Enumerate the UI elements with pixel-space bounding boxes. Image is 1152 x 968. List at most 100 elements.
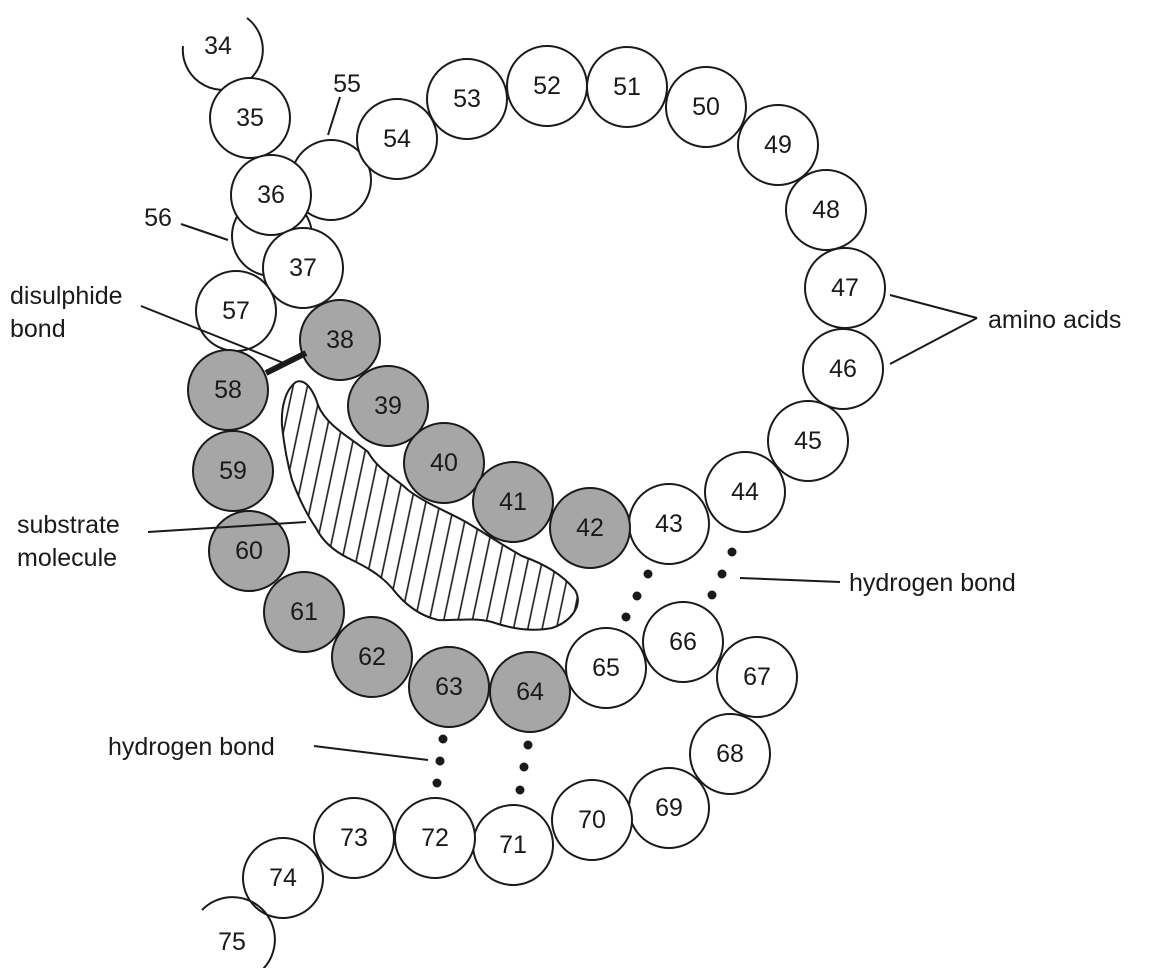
hbond-dot: [717, 569, 727, 579]
residue-circle: [209, 77, 291, 159]
hbond-dot: [519, 762, 529, 772]
residue-62: 62: [331, 616, 413, 698]
residue-number: 73: [340, 824, 368, 852]
label-disulphide-line1: disulphide: [10, 282, 123, 310]
residue-number: 39: [374, 392, 402, 420]
residue-circle: [565, 627, 647, 709]
residue-number: 59: [219, 457, 247, 485]
residue-circle: [262, 227, 344, 309]
hbond-dot: [632, 591, 642, 601]
residue-circle: [737, 104, 819, 186]
hbond-dot: [621, 612, 631, 622]
residue-circle: [642, 601, 724, 683]
leader-disulphide: [140, 305, 287, 365]
residue-number: 70: [578, 806, 606, 834]
residue-60: 60: [208, 510, 290, 592]
hbond-dot: [438, 734, 448, 744]
residue-number: 46: [829, 355, 857, 383]
residue-49: 49: [737, 104, 819, 186]
residue-43: 43: [628, 483, 710, 565]
hbond-dot: [707, 590, 717, 600]
residue-number: 52: [533, 72, 561, 100]
residue-circle: [263, 571, 345, 653]
residue-number: 51: [613, 73, 641, 101]
residue-number: 49: [764, 131, 792, 159]
residue-58: 58: [187, 349, 269, 431]
residue-41: 41: [472, 461, 554, 543]
residue-circle: [192, 430, 274, 512]
residue-number: 34: [204, 32, 232, 60]
residue-36: 36: [230, 154, 312, 236]
label-amino-acids: amino acids: [988, 306, 1121, 334]
residue-number: 37: [289, 254, 317, 282]
residue-35: 35: [209, 77, 291, 159]
residue-number: 45: [794, 427, 822, 455]
residue-circle: [201, 896, 276, 968]
hbond-dot: [727, 547, 737, 557]
residue-number: 65: [592, 654, 620, 682]
residue-circle: [187, 349, 269, 431]
residue-circle: [242, 837, 324, 919]
residue-48: 48: [785, 169, 867, 251]
substrate-molecule-shape: [280, 380, 579, 631]
residue-54: 54: [356, 98, 438, 180]
residue-number: 61: [290, 598, 318, 626]
residue-63: 63: [408, 646, 490, 728]
residue-number: 58: [214, 376, 242, 404]
residue-circle: [331, 616, 413, 698]
residue-74: 74: [242, 837, 324, 919]
residue-circle: [665, 66, 747, 148]
residue-circle: [313, 797, 395, 879]
residue-68: 68: [689, 713, 771, 795]
hbond-dot: [523, 740, 533, 750]
label-disulphide-line2: bond: [10, 315, 66, 343]
residue-circle: [704, 451, 786, 533]
residue-46: 46: [802, 328, 884, 410]
leader-amino-acids-46: [889, 317, 978, 365]
residue-40: 40: [403, 422, 485, 504]
leader-hydrogen-bond-right: [739, 577, 841, 583]
residue-number: 72: [421, 824, 449, 852]
leader-hydrogen-bond-left: [313, 745, 429, 761]
residue-37: 37: [262, 227, 344, 309]
residue-number: 38: [326, 326, 354, 354]
residue-53: 53: [426, 58, 508, 140]
residue-number: 40: [430, 449, 458, 477]
residue-number: 44: [731, 478, 759, 506]
residue-42: 42: [549, 487, 631, 569]
residue-number: 69: [655, 794, 683, 822]
hydrogen-bonds-64-71: [515, 740, 533, 795]
leader-amino-acids-47: [889, 294, 978, 319]
residue-number: 56: [144, 204, 172, 232]
residue-number: 47: [831, 274, 859, 302]
hbond-dot: [435, 756, 445, 766]
residue-71: 71: [472, 804, 554, 886]
residue-45: 45: [767, 400, 849, 482]
residue-circle: [426, 58, 508, 140]
residue-59: 59: [192, 430, 274, 512]
residue-number: 57: [222, 297, 250, 325]
residue-61: 61: [263, 571, 345, 653]
label-hydrogen-bond-left: hydrogen bond: [108, 733, 275, 761]
leader-56: [180, 223, 229, 241]
residue-51: 51: [586, 46, 668, 128]
residue-number: 74: [269, 864, 297, 892]
residue-67: 67: [716, 636, 798, 718]
residue-64: 64: [489, 651, 571, 733]
residue-circle: [208, 510, 290, 592]
residue-number: 54: [383, 125, 411, 153]
residue-73: 73: [313, 797, 395, 879]
residue-50: 50: [665, 66, 747, 148]
residue-number: 42: [576, 514, 604, 542]
residue-72: 72: [394, 797, 476, 879]
residue-number: 67: [743, 663, 771, 691]
residue-circle: [230, 154, 312, 236]
residue-circle: [489, 651, 571, 733]
hydrogen-bonds-63-72: [432, 734, 448, 788]
residue-circle: [472, 461, 554, 543]
residue-number: 35: [236, 104, 264, 132]
residue-circle: [551, 779, 633, 861]
residue-circle: [347, 365, 429, 447]
